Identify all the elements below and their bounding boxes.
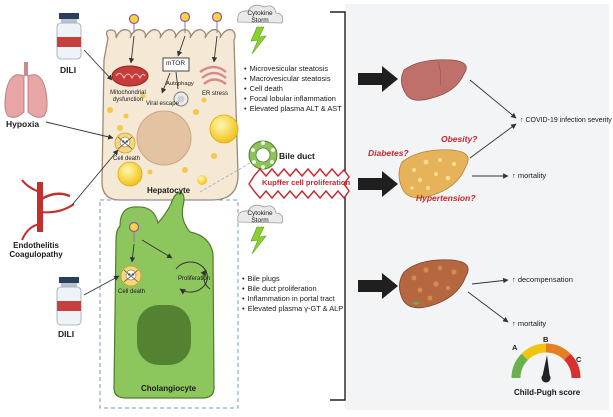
hypoxia-label: Hypoxia [6,119,40,129]
lipid-droplet [107,107,113,113]
cirrhotic-liver-icon [399,259,469,309]
mito-line1: Mitochondrial [110,90,146,96]
lipid-droplet [147,169,153,175]
gauge-grade-b: B [543,335,549,344]
gauge-grade-c: C [576,355,582,364]
block-arrow [358,66,398,92]
mtor-box [162,57,190,72]
proliferation-cycle-icon [175,261,211,295]
effect-item: Elevated plasma ALT & AST [244,104,342,114]
hepatocyte-effects-list: Microvesicular steatosis Macrovesicular … [244,64,342,114]
cytokine-cloud-icon [237,4,284,55]
mito-line2: dysfunction [112,96,144,103]
drug-vial-icon [56,277,82,326]
mitochondrial-dysfunction-label: Mitochondrial dysfunction [110,90,146,104]
cytokine-bottom-line2: Storm [251,217,269,225]
severity-outcome: ↑ COVID-19 infection severity [520,117,612,124]
block-arrow [358,273,398,299]
dili-label-top: DILI [60,65,77,75]
cytokine-bottom-line1: Cytokine [247,210,273,217]
bracket [330,11,346,401]
skull-icon [120,265,142,287]
endothelitis-label: Endothelitis Coagulopathy [9,241,62,259]
mtor-label: mTOR [166,60,186,67]
block-arrow [358,171,398,197]
virus-icon [128,221,140,242]
endothelitis-line1: Endothelitis [13,241,59,250]
cholangiocyte-cell [113,191,215,399]
autophagy-label: Autophagy [166,81,194,87]
liver-icon [401,59,467,101]
bile-duct-label: Bile duct [279,151,315,161]
lipid-droplet [209,114,239,144]
lipid-droplet [201,97,207,103]
mitochondrion-icon [111,65,149,87]
hepatocyte-label: Hepatocyte [147,186,191,195]
outcome-panel [345,4,609,410]
cytokine-cloud-icon [237,204,284,255]
virus-icon [179,11,191,33]
effect-item: Bile duct proliferation [242,284,343,294]
diabetes-label: Diabetes? [368,148,409,158]
lipid-droplet [140,93,146,99]
er-stress-icon [199,65,227,85]
child-pugh-label: Child-Pugh score [514,388,581,397]
effect-item: Cell death [244,84,342,94]
cytokine-storm-bottom-label: Cytokine Storm [247,210,272,225]
bile-duct-icon [248,140,278,170]
lipid-droplet [211,153,217,159]
proliferation-label: Proliferation [178,276,211,282]
lipid-droplet [117,125,123,131]
gauge-grade-a: A [512,343,518,352]
effect-item: Microvesicular steatosis [244,64,342,74]
drug-vial-icon [56,13,82,60]
lipid-droplet [117,161,143,187]
obesity-label: Obesity? [441,134,478,144]
hepatocyte-nucleus [136,110,192,166]
cholangiocyte-effects-list: Bile plugs Bile duct proliferation Infla… [242,274,344,314]
hepatocyte-cell-death-label: Cell death [113,156,141,162]
effect-item: Inflammation in portal tract [242,294,343,304]
lipid-droplet [123,113,129,119]
endothelitis-line2: Coagulopathy [9,250,63,260]
lipid-droplet [182,167,188,173]
fatty-liver-icon [398,149,469,199]
lipid-droplet [193,109,199,115]
cholangiocyte-dashed-frame [99,199,239,409]
hypertension-label: Hypertension? [416,193,476,203]
kupffer-label: Kupffer cell proliferation [262,178,351,187]
effect-item: Macrovesicular steatosis [244,74,342,84]
cholangiocyte-cell-death-label: Cell death [118,289,146,295]
cytokine-storm-top-label: Cytokine Storm [247,10,272,25]
mortality-outcome-mid: ↑ mortality [512,171,547,180]
lungs-icon [4,62,48,118]
virus-icon [128,13,140,33]
effect-item: Bile plugs [242,274,343,284]
er-stress-label: ER stress [202,91,229,97]
skull-icon [114,132,136,154]
cholangiocyte-label: Cholangiocyte [141,384,197,393]
cytokine-top-line1: Cytokine [247,10,273,17]
cholangiocyte-nucleus [137,305,191,365]
child-pugh-gauge [511,343,581,383]
virus-icon [211,11,223,33]
cytokine-top-line2: Storm [251,17,269,25]
effect-item: Focal lobular inflammation [244,94,342,104]
dili-label-bottom: DILI [58,329,75,339]
mortality-outcome-bottom: ↑ mortality [512,319,547,328]
kupffer-badge [248,167,350,200]
blood-vessel-icon [21,179,75,241]
viral-escape-label: Viral escape [146,101,179,107]
effect-item: Elevated plasma γ-GT & ALP [242,304,344,314]
decompensation-outcome: ↑ decompensation [512,275,573,284]
lipid-droplet [197,175,207,185]
autophagy-vesicle-icon [173,91,189,107]
